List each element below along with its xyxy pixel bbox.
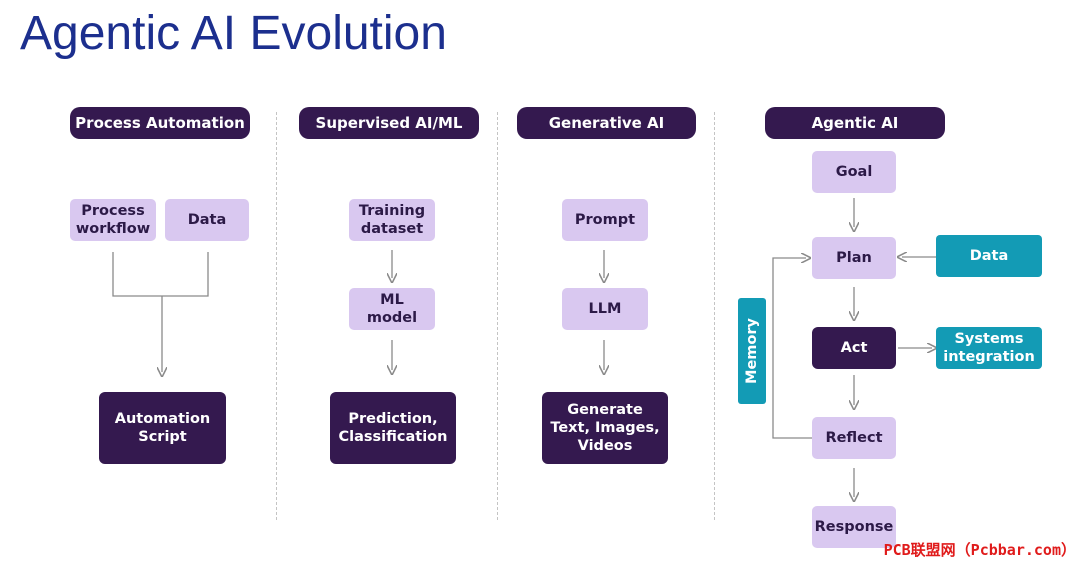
box-plan: Plan: [812, 237, 896, 279]
page-title: Agentic AI Evolution: [20, 7, 447, 60]
box-memory: Memory: [738, 298, 766, 404]
box-prediction-classification: Prediction, Classification: [330, 392, 456, 464]
box-generate-text-images-videos: Generate Text, Images, Videos: [542, 392, 668, 464]
box-act: Act: [812, 327, 896, 369]
header-supervised-ai-ml: Supervised AI/ML: [299, 107, 479, 139]
header-generative-ai: Generative AI: [517, 107, 696, 139]
box-training-dataset: Training dataset: [349, 199, 435, 241]
box-prompt: Prompt: [562, 199, 648, 241]
header-agentic-ai: Agentic AI: [765, 107, 945, 139]
box-reflect: Reflect: [812, 417, 896, 459]
box-automation-script: Automation Script: [99, 392, 226, 464]
box-goal: Goal: [812, 151, 896, 193]
box-llm: LLM: [562, 288, 648, 330]
box-data: Data: [165, 199, 249, 241]
column-divider: [497, 112, 498, 520]
box-response: Response: [812, 506, 896, 548]
box-process-workflow: Process workflow: [70, 199, 156, 241]
column-divider: [276, 112, 277, 520]
loop-reflect-to-plan: [772, 258, 812, 439]
memory-label: Memory: [744, 318, 760, 384]
column-divider: [714, 112, 715, 520]
connector-process-merge: [112, 252, 209, 297]
header-process-automation: Process Automation: [70, 107, 250, 139]
box-ml-model: ML model: [349, 288, 435, 330]
box-systems-integration: Systems integration: [936, 327, 1042, 369]
watermark: PCB联盟网（Pcbbar.com）: [883, 541, 1076, 559]
box-data-source: Data: [936, 235, 1042, 277]
